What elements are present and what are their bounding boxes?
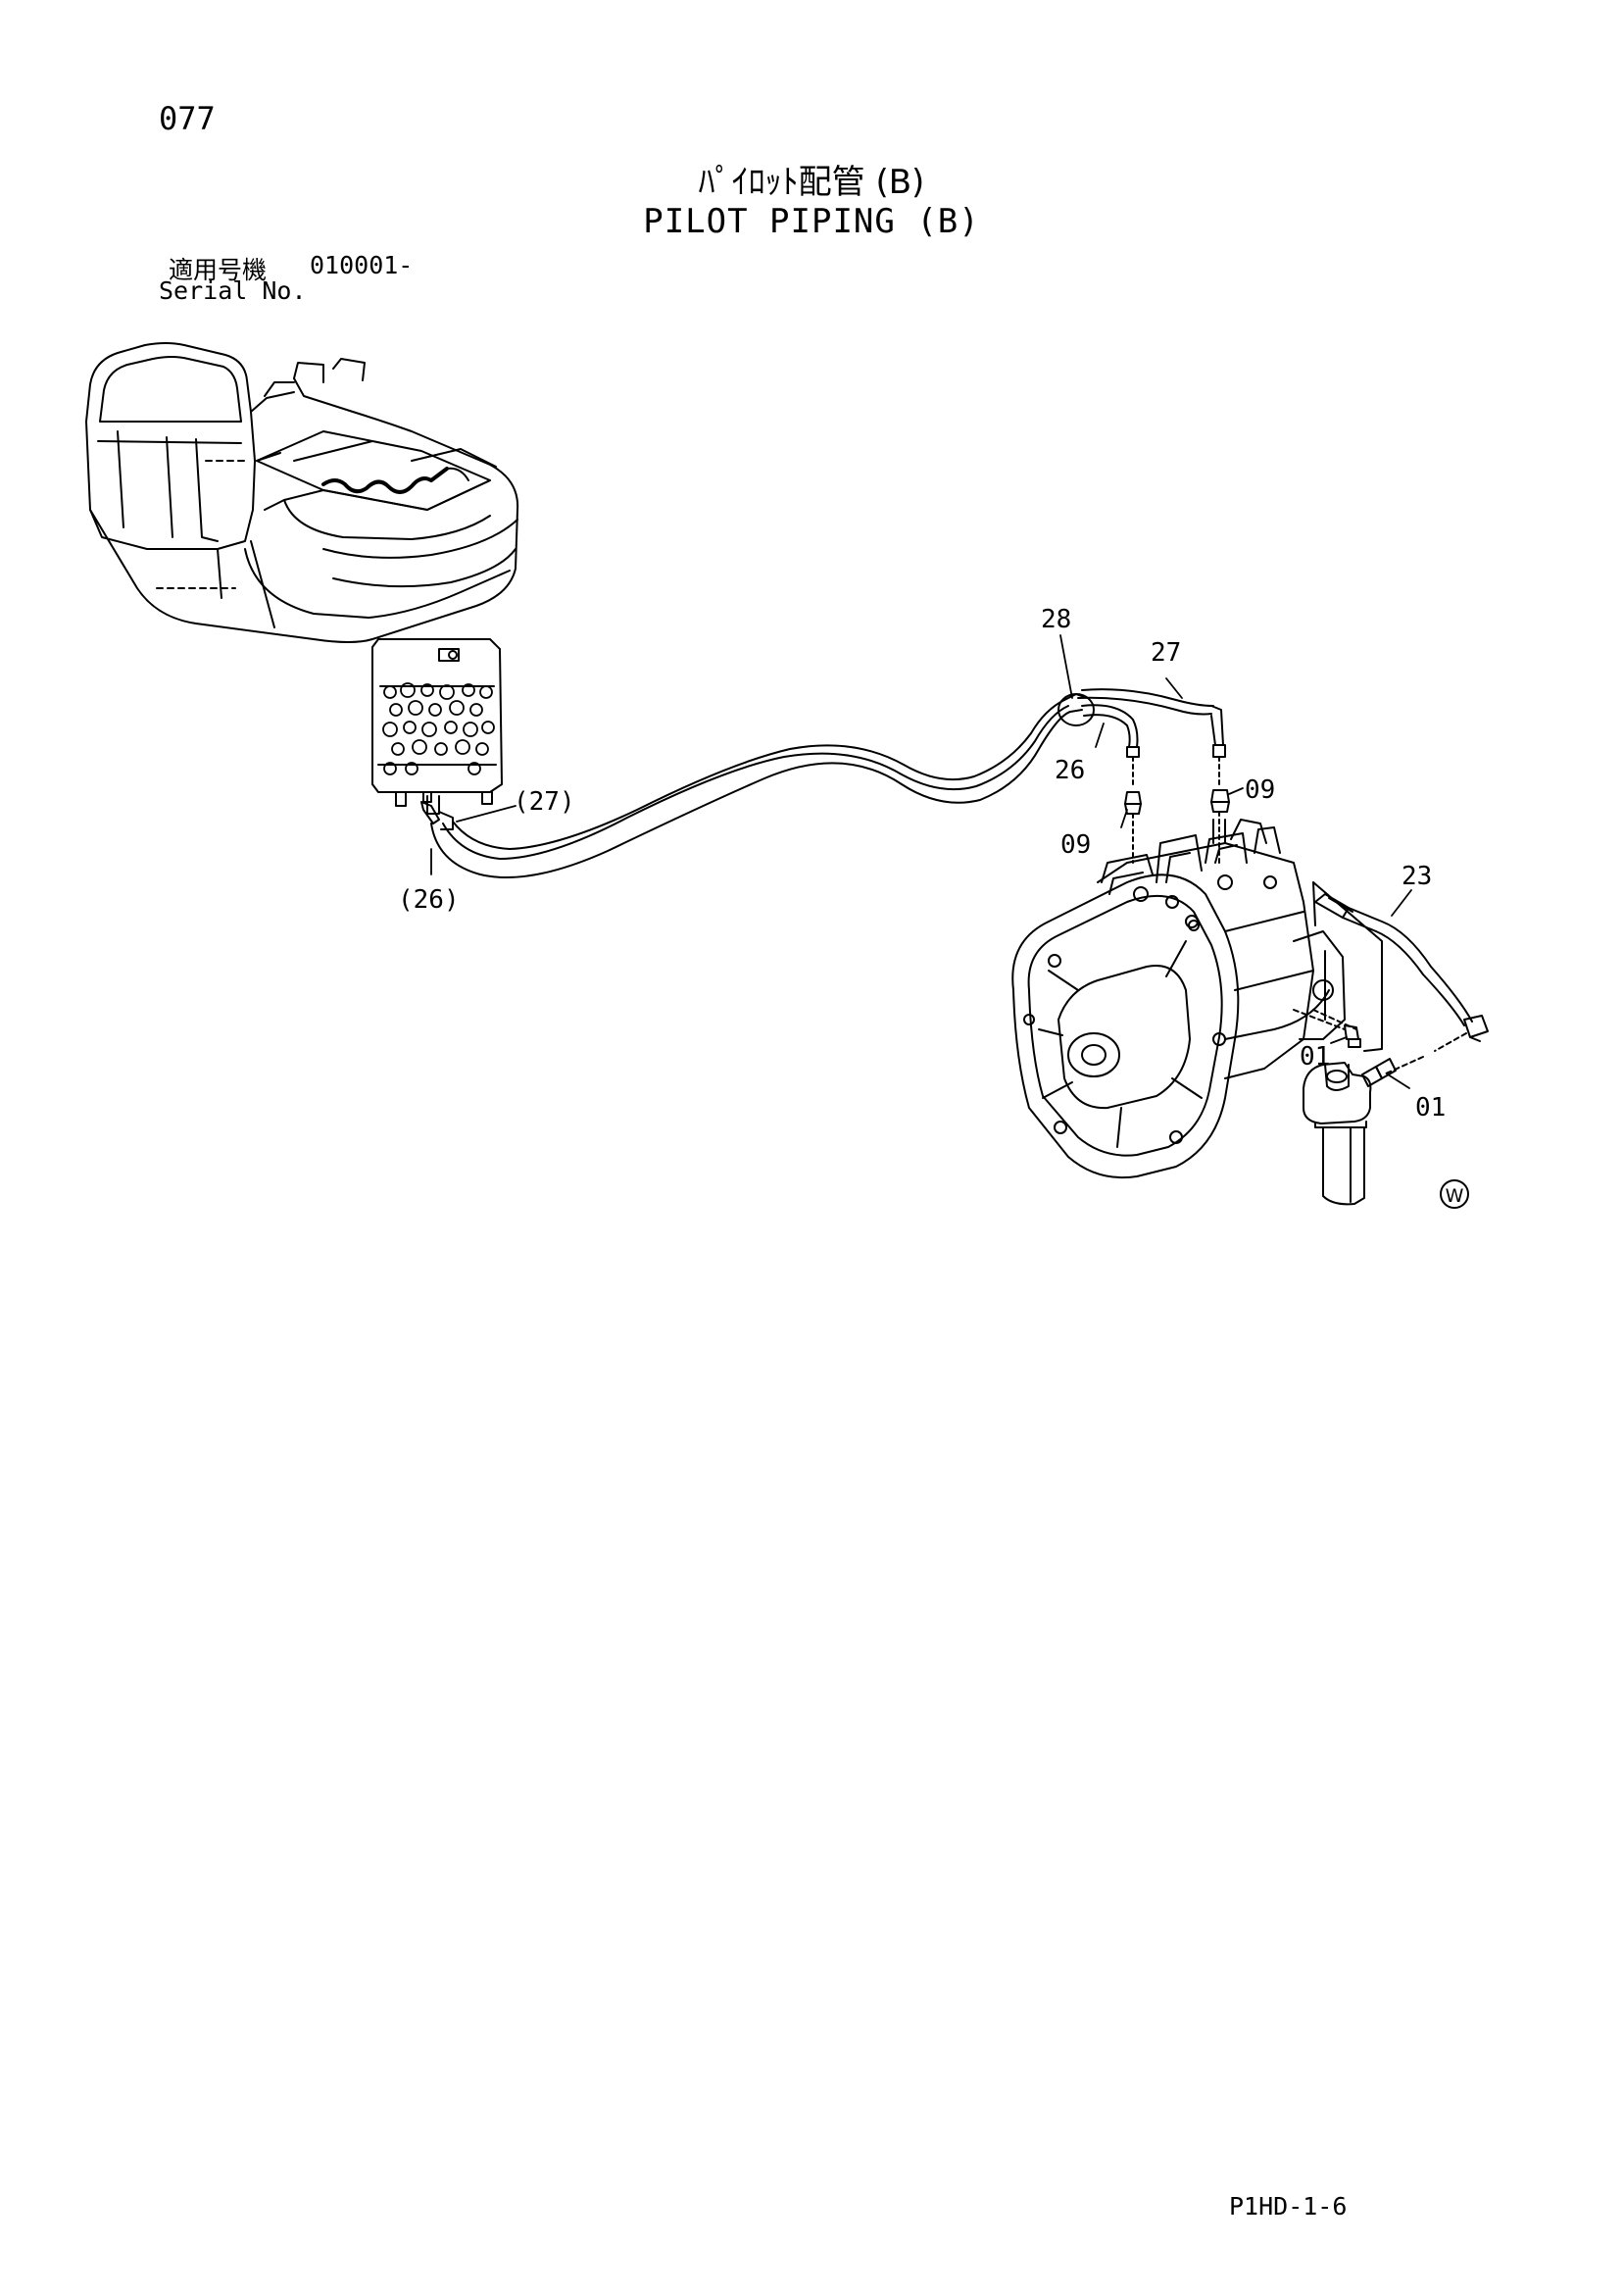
pilot-valve-block-illustration	[371, 638, 503, 815]
document-code: P1HD-1-6	[1229, 2192, 1348, 2221]
upper-hose-assembly	[1057, 688, 1226, 785]
callout-26-paren: (26)	[398, 885, 460, 915]
hydraulic-pump-assembly-illustration	[1011, 819, 1383, 1179]
callout-28: 28	[1041, 605, 1071, 634]
callout-27-paren: (27)	[514, 787, 575, 817]
callout-labels: 28 27 26 09 09 (27) (26) 23 01 01	[398, 605, 1446, 1123]
callout-09-left: 09	[1060, 830, 1091, 860]
hose-23-assembly	[1293, 893, 1489, 1087]
serial-label-english: Serial No.	[159, 276, 307, 305]
serial-range: 010001-	[310, 251, 414, 279]
serial-label-japanese: 適用号機	[169, 256, 268, 284]
title-english: PILOT PIPING (B)	[643, 202, 980, 241]
callout-26: 26	[1055, 756, 1085, 785]
circled-w-mark: W	[1440, 1179, 1469, 1209]
callout-23: 23	[1402, 862, 1432, 891]
callout-27: 27	[1151, 638, 1181, 668]
callout-leaders	[430, 634, 1412, 1089]
callout-01-left: 01	[1300, 1042, 1330, 1072]
pilot-hose-route	[420, 693, 1089, 878]
title-japanese: ﾊﾟｲﾛｯﾄ配管 (B)	[698, 163, 925, 202]
callout-01-right: 01	[1415, 1093, 1446, 1123]
pilot-filter-illustration	[1303, 1062, 1372, 1206]
w-mark-letter: W	[1446, 1185, 1464, 1207]
callout-09-right: 09	[1245, 775, 1275, 805]
page-number: 077	[159, 100, 216, 137]
machine-overview-illustration	[85, 342, 519, 643]
